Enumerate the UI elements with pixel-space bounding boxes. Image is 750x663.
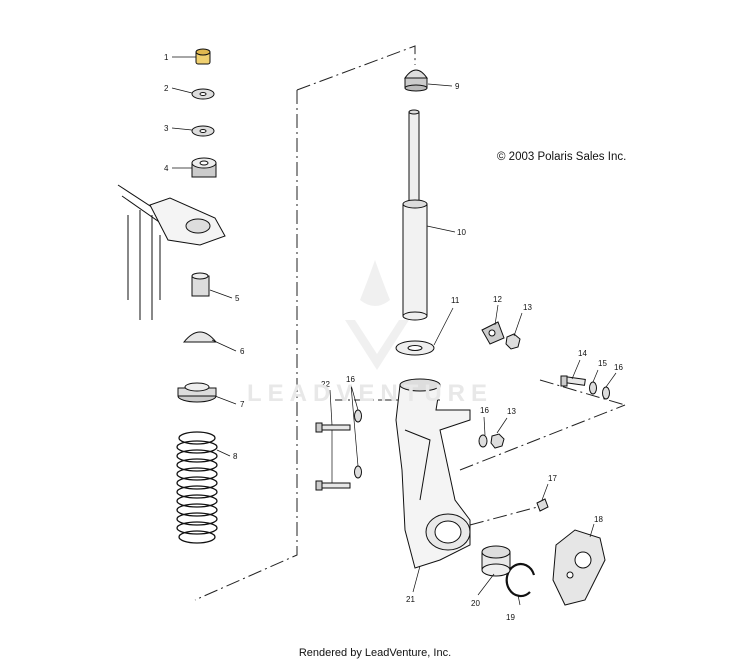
callout-6: 6 xyxy=(240,347,245,356)
strut-mount-bracket xyxy=(117,184,226,320)
callout-7: 7 xyxy=(240,400,245,409)
callout-16: 16 xyxy=(346,375,355,384)
part-12-clamp xyxy=(481,321,505,345)
callout-13: 13 xyxy=(523,303,532,312)
part-10-strut xyxy=(402,109,428,321)
callout-14: 14 xyxy=(578,349,587,358)
part-1-nut xyxy=(195,48,211,65)
part-13-nut-upper xyxy=(505,333,521,350)
callout-19: 19 xyxy=(506,613,515,622)
footer-text: Rendered by LeadVenture, Inc. xyxy=(298,647,452,659)
copyright-text: © 2003 Polaris Sales Inc. xyxy=(497,151,627,163)
callout-10: 10 xyxy=(457,228,466,237)
part-11-washer xyxy=(395,340,435,356)
callout-4: 4 xyxy=(164,164,169,173)
part-16-washer-c xyxy=(478,434,488,448)
callout-13: 13 xyxy=(507,407,516,416)
callout-16: 16 xyxy=(614,363,623,372)
callout-5: 5 xyxy=(235,294,240,303)
callout-8: 8 xyxy=(233,452,238,461)
part-17-bleeder xyxy=(536,498,549,512)
callout-2: 2 xyxy=(164,84,169,93)
watermark-logo xyxy=(345,260,409,370)
frame-lines xyxy=(194,45,626,601)
callout-18: 18 xyxy=(594,515,603,524)
part-4-bushing xyxy=(191,157,217,178)
part-16-washer-a xyxy=(354,409,362,423)
callout-numbers: 1 2 3 4 5 6 7 8 9 10 11 12 13 14 15 16 1… xyxy=(164,53,623,622)
part-21-knuckle xyxy=(395,378,471,569)
part-13-nut-lower xyxy=(490,433,505,449)
part-20-bearing xyxy=(481,545,511,577)
callout-11: 11 xyxy=(451,296,460,305)
leader-lines xyxy=(171,56,617,606)
part-18-caliper xyxy=(552,529,606,606)
part-5-spacer xyxy=(191,272,210,297)
part-22-bolts xyxy=(315,422,351,491)
part-16-washer-b xyxy=(354,465,362,479)
watermark-text: LEADVENTURE xyxy=(247,380,494,407)
part-6-cup xyxy=(182,331,218,343)
callout-12: 12 xyxy=(493,295,502,304)
callout-20: 20 xyxy=(471,599,480,608)
part-14-bolt xyxy=(560,375,586,387)
callout-9: 9 xyxy=(455,82,460,91)
callout-16: 16 xyxy=(480,406,489,415)
part-19-snap-ring xyxy=(505,562,536,598)
part-15-washer xyxy=(589,381,597,395)
callout-1: 1 xyxy=(164,53,169,62)
callout-21: 21 xyxy=(406,595,415,604)
part-9-top-cap xyxy=(404,69,428,92)
callout-17: 17 xyxy=(548,474,557,483)
callout-22: 22 xyxy=(321,380,330,389)
part-8-coil-spring xyxy=(176,431,218,544)
part-7-spring-seat xyxy=(177,382,217,403)
callout-15: 15 xyxy=(598,359,607,368)
part-16-washer-d xyxy=(602,386,610,400)
callout-3: 3 xyxy=(164,124,169,133)
